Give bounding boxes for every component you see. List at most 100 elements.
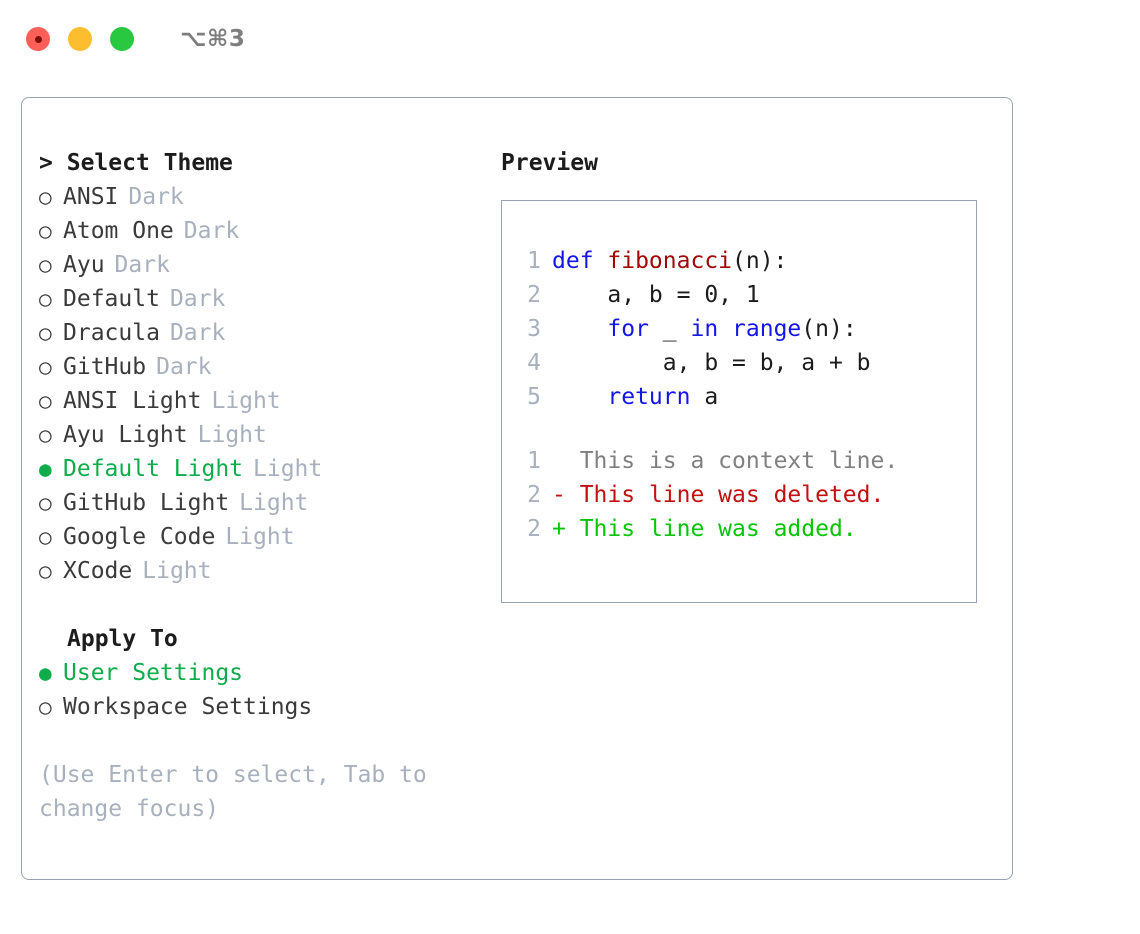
theme-option-label: Atom One	[63, 218, 174, 244]
diff-lines: 1 This is a context line.2- This line wa…	[513, 444, 968, 546]
radio-unselected-icon: ○	[39, 253, 52, 277]
apply-to-option-label: User Settings	[63, 660, 244, 686]
theme-option-label: ANSI	[63, 184, 119, 210]
radio-unselected-icon: ○	[39, 185, 52, 209]
diff-marker: +	[552, 516, 566, 542]
theme-option[interactable]: ○ GitHub Dark	[39, 350, 479, 384]
theme-option-tag: Dark	[169, 320, 226, 346]
apply-to-header: Apply To	[67, 626, 178, 652]
select-theme-title: Select Theme	[66, 150, 233, 176]
theme-option-tag: Light	[253, 456, 323, 482]
diff-line: 2 + This line was added.	[513, 512, 968, 546]
theme-option[interactable]: ○ Default Dark	[39, 282, 479, 316]
theme-option[interactable]: ○ Ayu Light Light	[39, 418, 479, 452]
radio-selected-icon: ●	[39, 661, 52, 685]
code-line-number: 3	[527, 316, 541, 342]
radio-unselected-icon: ○	[39, 355, 52, 379]
code-line: 4 a, b = b, a + b	[513, 346, 968, 380]
code-token	[552, 316, 607, 342]
diff-line: 1 This is a context line.	[513, 444, 968, 478]
theme-option-label: Dracula	[63, 320, 160, 346]
keyboard-hint: (Use Enter to select, Tab to change focu…	[39, 762, 441, 822]
radio-unselected-icon: ○	[39, 559, 52, 583]
zoom-button[interactable]	[110, 27, 134, 51]
caret-icon: >	[39, 150, 53, 176]
diff-line-number: 2	[527, 516, 541, 542]
apply-to-list: ● User Settings ○ Workspace Settings	[39, 656, 479, 724]
diff-marker	[552, 444, 566, 478]
diff-line-text: This line was added.	[565, 516, 857, 542]
theme-option[interactable]: ○ Dracula Dark	[39, 316, 479, 350]
minimize-button[interactable]	[68, 27, 92, 51]
close-icon	[34, 35, 42, 43]
code-token: return	[607, 384, 691, 410]
code-line-content: a, b = b, a + b	[552, 346, 871, 380]
code-token: fibonacci	[607, 248, 733, 274]
theme-option-tag: Dark	[156, 354, 212, 380]
theme-option-tag: Light	[239, 490, 309, 516]
diff-marker: -	[552, 482, 566, 508]
code-token: a	[690, 384, 719, 410]
radio-unselected-icon: ○	[39, 695, 52, 719]
title-bar: ⌥⌘3	[0, 0, 1140, 78]
theme-option[interactable]: ○ ANSI Light Light	[39, 384, 479, 418]
code-line: 2 a, b = 0, 1	[513, 278, 968, 312]
radio-unselected-icon: ○	[39, 321, 52, 345]
radio-unselected-icon: ○	[39, 389, 52, 413]
select-theme-header-label	[53, 150, 67, 176]
apply-to-option[interactable]: ● User Settings	[39, 656, 479, 690]
code-token: range	[732, 316, 802, 342]
code-token: _	[648, 316, 691, 342]
theme-option-tag: Light	[211, 388, 281, 414]
code-token: in	[690, 316, 719, 342]
code-line-number: 5	[527, 384, 541, 410]
code-token	[718, 316, 732, 342]
diff-line-number: 2	[527, 482, 541, 508]
apply-to-option-label: Workspace Settings	[63, 694, 313, 720]
theme-option-label: Ayu	[63, 252, 105, 278]
code-token	[552, 384, 607, 410]
theme-option-tag: Dark	[183, 218, 240, 244]
radio-unselected-icon: ○	[39, 423, 52, 447]
apply-to-option[interactable]: ○ Workspace Settings	[39, 690, 479, 724]
code-line: 5 return a	[513, 380, 968, 414]
preview-title: Preview	[501, 150, 598, 176]
diff-line-number: 1	[527, 448, 541, 474]
diff-line-text: This line was deleted.	[565, 482, 885, 508]
traffic-lights	[26, 27, 134, 51]
radio-unselected-icon: ○	[39, 525, 52, 549]
code-token: (n):	[801, 316, 857, 342]
code-token: def	[552, 248, 608, 274]
theme-option-label: Ayu Light	[63, 422, 188, 448]
code-token: (n):	[732, 248, 788, 274]
theme-option-tag: Dark	[169, 286, 226, 312]
theme-option-label: Default	[63, 286, 160, 312]
diff-line: 2- This line was deleted.	[513, 478, 968, 512]
close-button[interactable]	[26, 27, 50, 51]
theme-option[interactable]: ○ Ayu Dark	[39, 248, 479, 282]
select-theme-header: > Select Theme	[39, 146, 479, 180]
theme-option-label: GitHub	[63, 354, 147, 380]
code-token: for	[607, 316, 649, 342]
radio-unselected-icon: ○	[39, 287, 52, 311]
code-line-number: 4	[527, 350, 541, 376]
theme-option-tag: Dark	[114, 252, 170, 278]
theme-option-tag: Light	[197, 422, 267, 448]
radio-unselected-icon: ○	[39, 491, 52, 515]
diff-spacer	[513, 414, 968, 444]
theme-option-label: ANSI Light	[63, 388, 202, 414]
